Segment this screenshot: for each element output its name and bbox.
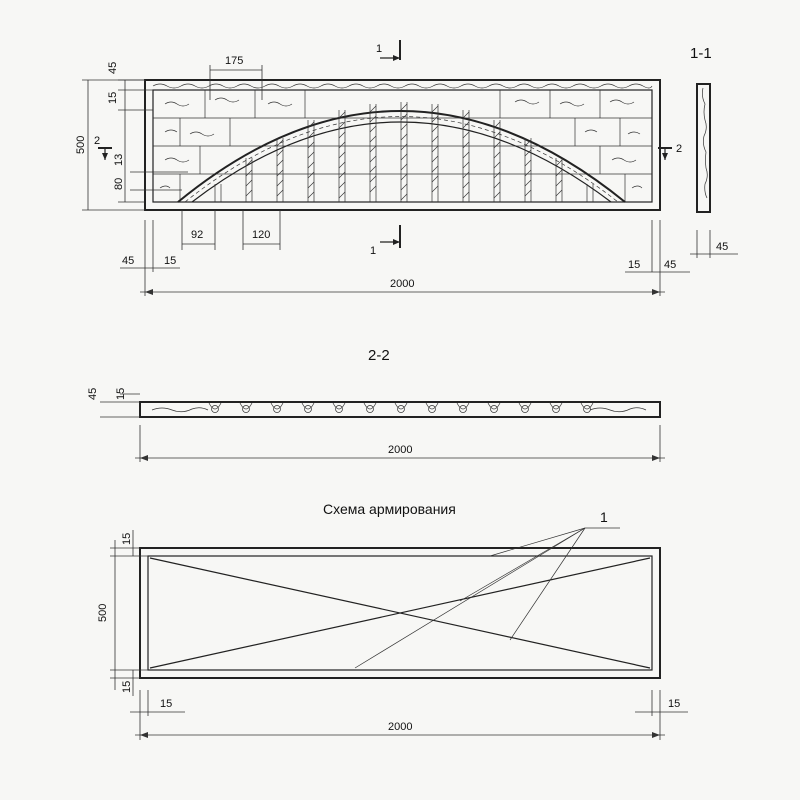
reinforcement-scheme: Схема армирования 1 15 500 15	[97, 501, 688, 740]
dim-2000-scheme: 2000	[388, 721, 412, 733]
cut-mark-top: 1	[376, 43, 382, 55]
stone-masonry-pattern	[153, 90, 652, 202]
dim-45-bottom-right: 45	[664, 259, 676, 271]
elevation-dimensions: 45 15 500 13 80 175 92 120 45 15	[75, 55, 690, 296]
scheme-outer-frame	[139, 547, 661, 679]
cut-line-1-1: 1 1	[370, 40, 401, 257]
front-elevation: 1 1 2 2 45	[75, 40, 690, 296]
section-2-2: 2-2 45 15 2000	[87, 347, 665, 462]
dim-45-section-1-1: 45	[716, 241, 728, 253]
dim-92: 92	[191, 229, 203, 241]
dim-2000-elevation: 2000	[390, 278, 414, 290]
dim-15-scheme-bottom: 15	[121, 681, 133, 693]
reinforcement-title: Схема армирования	[323, 501, 456, 517]
dim-15-scheme-top: 15	[121, 533, 133, 545]
callout-leaders	[354, 527, 620, 669]
section-2-2-title: 2-2	[368, 347, 390, 364]
arch-inner	[191, 121, 612, 203]
section-1-1: 1-1 45	[690, 45, 738, 258]
dim-2000-section-2-2: 2000	[388, 444, 412, 456]
dim-120: 120	[252, 229, 270, 241]
cut-mark-left: 2	[94, 135, 100, 147]
dim-15-scheme-left: 15	[160, 698, 172, 710]
dim-15-section-2-2: 15	[115, 388, 127, 400]
cut-mark-right: 2	[676, 143, 682, 155]
arch-outer	[177, 110, 626, 203]
baluster-holes	[208, 402, 594, 413]
dim-15-scheme-right: 15	[668, 698, 680, 710]
dim-80: 80	[113, 178, 125, 190]
scheme-inner-frame	[147, 555, 653, 671]
section-1-1-title: 1-1	[690, 45, 712, 62]
dim-15-bottom-left: 15	[164, 255, 176, 267]
dim-45-section-2-2: 45	[87, 388, 99, 400]
dim-500-scheme: 500	[97, 604, 109, 622]
cut-line-2-2: 2 2	[94, 135, 682, 160]
scheme-dimensions: 15 500 15 15 15 2000	[97, 530, 688, 740]
dim-45-bottom-left: 45	[122, 255, 134, 267]
decorative-rope-band	[152, 83, 653, 89]
baluster-row	[214, 102, 594, 202]
cut-mark-bottom: 1	[370, 245, 376, 257]
dim-15-bottom-right: 15	[628, 259, 640, 271]
dim-500: 500	[75, 136, 87, 154]
panel-outer-frame	[144, 79, 661, 211]
dim-15-top: 15	[107, 92, 119, 104]
reinforcement-callout-number: 1	[600, 509, 608, 525]
rebar-diagonal-2	[149, 557, 651, 669]
dim-45-top: 45	[107, 62, 119, 74]
dim-13: 13	[113, 154, 125, 166]
section-1-1-profile	[696, 83, 711, 213]
section-2-2-profile	[139, 401, 661, 418]
dim-175: 175	[225, 55, 243, 67]
arch-rope-decoration	[184, 116, 619, 203]
